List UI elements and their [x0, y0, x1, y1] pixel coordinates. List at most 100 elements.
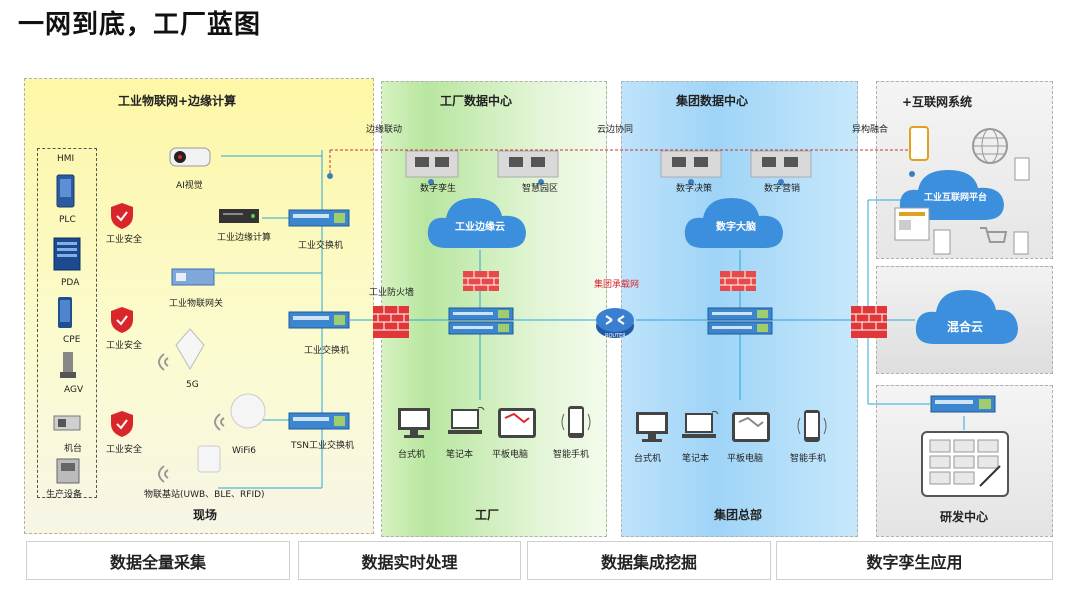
router-label: ROUTER	[605, 333, 626, 339]
hybrid-cloud-label: 混合云	[947, 320, 984, 334]
cloud-icon	[684, 198, 783, 248]
production-equipment-icon	[56, 458, 80, 484]
cloud-edge-label: 云边协同	[597, 125, 634, 135]
terminal-label: 智能手机	[790, 454, 827, 464]
server-icon	[405, 150, 459, 178]
switch-label: 工业交换机	[304, 346, 350, 356]
agv-icon	[60, 352, 76, 378]
terminal-label: 平板电脑	[492, 450, 529, 460]
terminal-label: 笔记本	[682, 454, 710, 464]
field-device-label: PDA	[61, 278, 80, 288]
smartphone-icon	[797, 410, 827, 442]
server-label: 数字孪生	[420, 184, 457, 194]
switch-icon	[930, 395, 996, 413]
terminal-label: 台式机	[634, 454, 662, 464]
footer-stage: 数字孪生应用	[776, 541, 1053, 580]
field-devices-box	[37, 148, 97, 498]
footer-stage: 数据实时处理	[298, 541, 521, 580]
wireless-icon	[158, 465, 169, 483]
terminal-label: 智能手机	[553, 450, 590, 460]
zone-rnd-title: 研发中心	[940, 510, 989, 524]
field-device-label: AGV	[64, 385, 84, 395]
page-title: 一网到底，工厂蓝图	[18, 10, 262, 40]
rnd-tablet-icon	[921, 431, 1009, 497]
security-label: 工业安全	[106, 235, 143, 245]
desktop-icon	[398, 408, 430, 438]
zone-group-title: 集团数据中心	[676, 94, 749, 108]
factory-cloud-label: 工业边缘云	[455, 222, 505, 233]
mobile-device-icon	[933, 229, 951, 255]
switch-icon	[288, 209, 350, 227]
firewall-label: 工业防火墙	[369, 288, 415, 298]
iot-base-label: 物联基站(UWB、BLE、RFID)	[144, 490, 265, 500]
shield-icon	[111, 411, 133, 437]
terminal-label: 台式机	[398, 450, 426, 460]
edge-compute-label: 工业边缘计算	[217, 233, 272, 243]
zone-internet-title: +互联网系统	[902, 95, 973, 109]
hetero-label: 异构融合	[852, 125, 889, 135]
server-label: 数字决策	[676, 184, 713, 194]
cpe-icon	[58, 297, 72, 328]
field-device-label: PLC	[59, 215, 76, 225]
tablet-icon	[498, 408, 536, 438]
security-label: 工业安全	[106, 445, 143, 455]
wireless-icon	[214, 413, 225, 431]
shield-icon	[111, 307, 133, 333]
machine-icon	[53, 415, 81, 431]
web-page-icon	[894, 207, 930, 241]
camera-icon	[169, 147, 211, 167]
wifi6-label: WiFi6	[232, 446, 256, 456]
server-icon	[660, 150, 722, 178]
laptop-icon	[682, 410, 719, 438]
tsn-switch-label: TSN工业交换机	[291, 441, 354, 451]
cart-icon	[980, 227, 1008, 243]
firewall-icon	[463, 271, 499, 291]
server-icon	[750, 150, 812, 178]
iot-gateway-label: 工业物联网关	[169, 299, 224, 309]
footer-stage: 数据集成挖掘	[527, 541, 771, 580]
mobile-device-icon	[1013, 231, 1029, 255]
footer-stage: 数据全量采集	[26, 541, 290, 580]
5g-label: 5G	[186, 380, 199, 390]
group-net-label: 集团承载网	[594, 280, 640, 290]
edge-compute-icon	[219, 209, 259, 223]
router-icon	[596, 308, 634, 338]
desktop-icon	[636, 412, 668, 442]
firewall-icon	[851, 306, 887, 338]
plc-icon	[56, 174, 75, 208]
internet-cloud-label: 工业互联网平台	[924, 193, 988, 203]
terminal-label: 笔记本	[446, 450, 474, 460]
server-label: 智慧园区	[522, 184, 559, 194]
smartphone-icon	[561, 406, 591, 438]
zone-group-bottom: 集团总部	[714, 508, 763, 522]
field-device-label: CPE	[63, 335, 81, 345]
phone-icon	[909, 126, 929, 161]
wireless-icon	[158, 353, 169, 371]
field-device-label: 机台	[64, 444, 83, 454]
switch-icon	[288, 311, 350, 329]
server-label: 数字营销	[764, 184, 801, 194]
zone-iot-bottom: 现场	[193, 508, 218, 522]
wifi6-ap-icon	[230, 393, 266, 429]
cloud-icon	[915, 290, 1018, 344]
mobile-device-icon	[1014, 157, 1030, 181]
zone-iot-title: 工业物联网+边缘计算	[118, 94, 237, 108]
cloud-icon	[427, 198, 526, 248]
globe-icon	[972, 128, 1008, 164]
firewall-icon	[720, 271, 756, 291]
iot-base-icon	[197, 445, 221, 473]
zone-factory-bottom: 工厂	[475, 508, 500, 522]
server-icon	[497, 150, 559, 178]
core-switch-icon	[707, 307, 773, 335]
core-switch-icon	[448, 307, 514, 335]
firewall-icon	[373, 306, 409, 338]
field-device-label: HMI	[57, 154, 75, 164]
zone-factory-title: 工厂数据中心	[440, 94, 513, 108]
edge-link-label: 边缘联动	[366, 125, 403, 135]
security-label: 工业安全	[106, 341, 143, 351]
pda-icon	[53, 237, 81, 271]
group-cloud-label: 数字大脑	[716, 222, 756, 233]
terminal-label: 平板电脑	[727, 454, 764, 464]
iot-gateway-icon	[171, 268, 215, 286]
field-device-label: 生产设备	[46, 490, 83, 500]
